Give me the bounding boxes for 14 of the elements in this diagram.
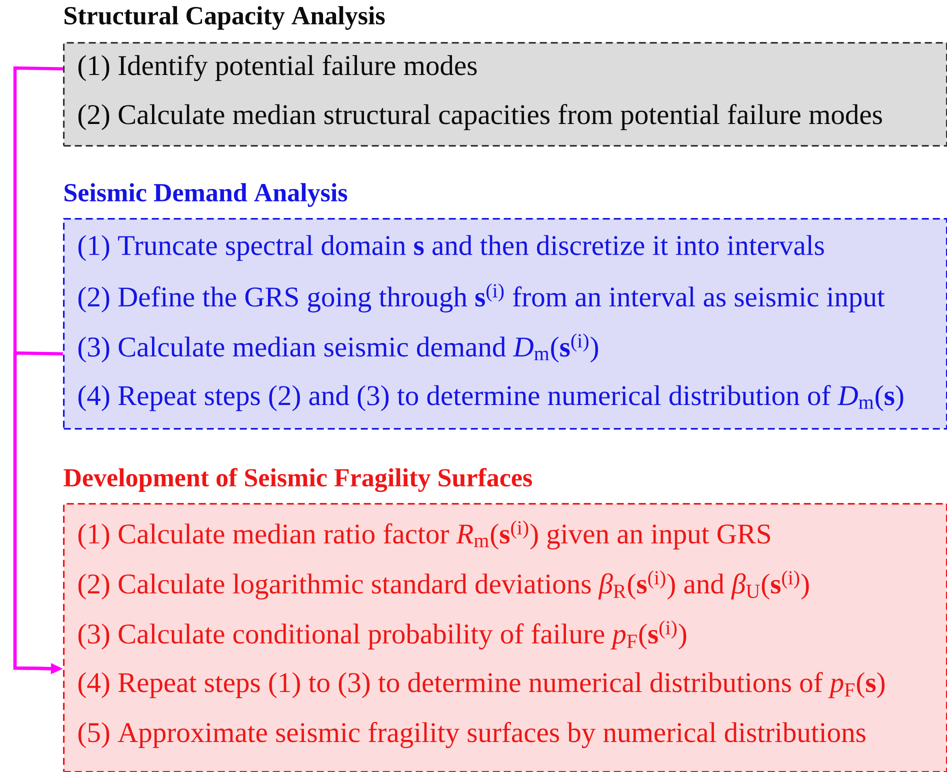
step-text: (2) Calculate median structural capacities from potential failure modes (78, 104, 882, 130)
section-heading: Structural Capacity Analysis (64, 6, 385, 30)
step-text: (3) Calculate median seismic demand D$_{m}$(s$^{(i)}$) (78, 334, 598, 362)
step-text: (1) Identify potential failure modes (78, 54, 477, 82)
step-text: (4) Repeat steps (1) to (3) to determine numerical distributions of p$_{F}$(s) (78, 672, 885, 698)
step-text: (5) Approximate seismic fragility surfaces by numerical distributions (78, 722, 866, 748)
step-text: (2) Calculate logarithmic standard deviations β$_{R}$(s$^{(i)}$) and β$_{U}$(s$^{(i)}$) (78, 570, 809, 600)
step-text: (3) Calculate conditional probability of failure p$_{F}$(s$^{(i)}$) (78, 620, 686, 650)
step-text: (1) Truncate spectral domain s and then discretize it into intervals (78, 235, 824, 261)
step-text: (1) Calculate median ratio factor R$_{m}$(s$^{(i)}$) given an input GRS (78, 520, 770, 550)
section-heading: Development of Seismic Fragility Surfaces (64, 468, 532, 492)
step-text: (2) Define the GRS going through s$^{(i)}$ from an interval as seismic input (78, 284, 885, 313)
section-heading: Seismic Demand Analysis (64, 183, 348, 207)
step-text: (4) Repeat steps (2) and (3) to determine numerical distribution of D$_{m}$(s) (78, 384, 904, 412)
